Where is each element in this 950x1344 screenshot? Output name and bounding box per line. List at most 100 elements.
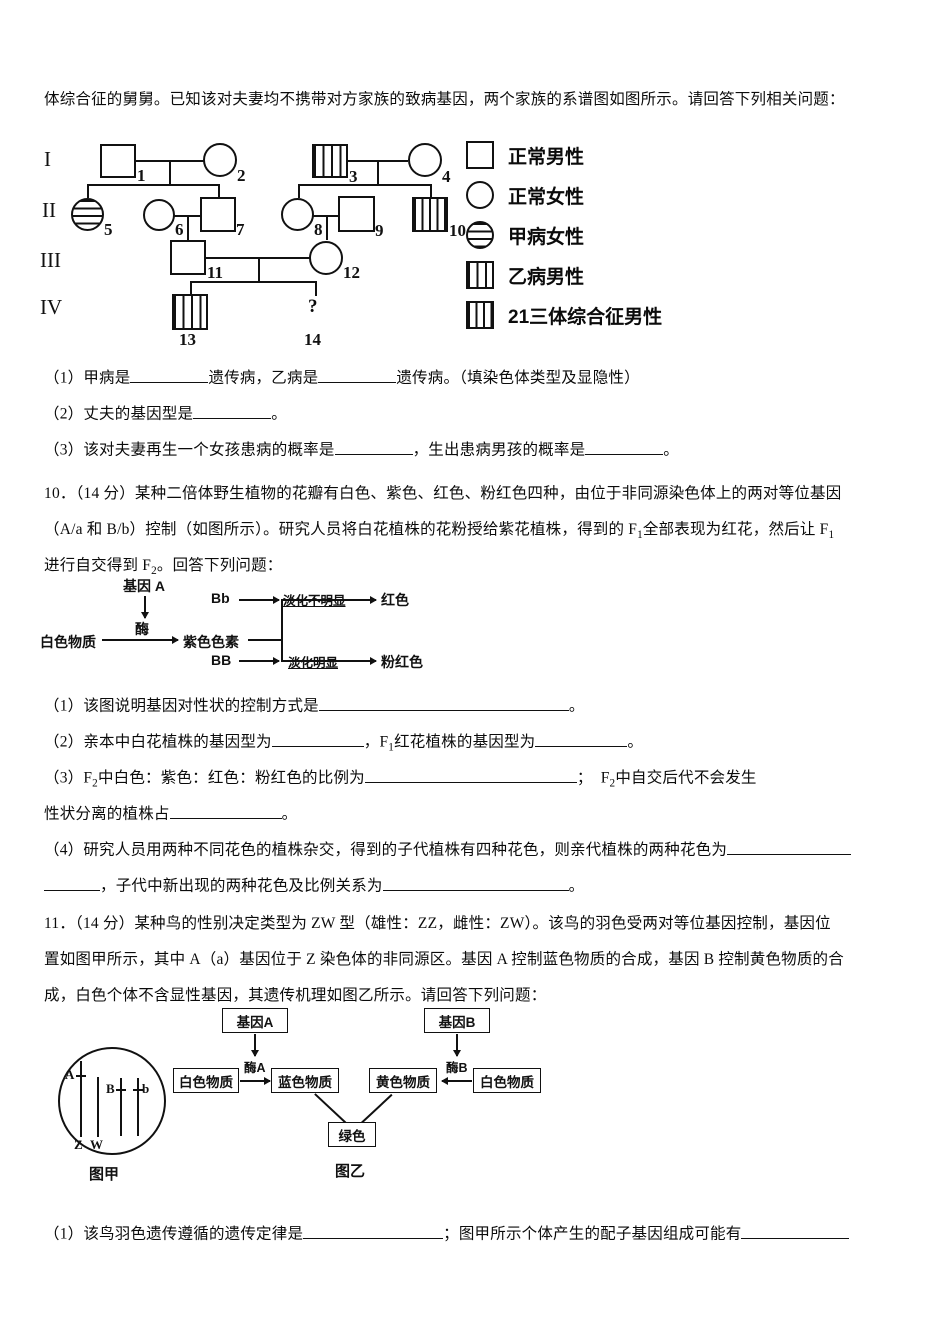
gene-label-b-dominant: B: [106, 1081, 115, 1096]
q11-figure-jia: A Z W B b 图甲: [52, 1045, 192, 1195]
legend-row-disease-b-male: 乙病男性: [466, 258, 584, 292]
pathway-branch-bottom: [281, 660, 344, 662]
legend-symbol-square-grid: [466, 301, 494, 329]
pedigree-id-11: 11: [207, 263, 224, 282]
pedigree-individual-9: [338, 196, 375, 232]
q10-blank-1a[interactable]: [318, 694, 569, 711]
line-blue-to-green: [314, 1093, 347, 1124]
q10-part-3-mid: ；: [576, 769, 593, 787]
q10-blank-4a[interactable]: [727, 838, 852, 855]
drop-line-8: [298, 184, 300, 198]
q10-part-3-prefix-b: 中白色：紫色：红色：粉红色的比例为: [97, 769, 365, 787]
green-box: 绿色: [328, 1122, 376, 1147]
q10-part-2: （2）亲本中白花植株的基因型为，F1红花植株的基因型为。: [44, 730, 643, 756]
legend-symbol-square-open: [466, 141, 494, 169]
q10-part-3-line2-suffix: 。: [281, 805, 298, 823]
q9-blank-2a[interactable]: [193, 402, 272, 419]
q10-part-4-line2: ，子代中新出现的两种花色及比例关系为。: [44, 874, 584, 898]
q9-blank-1b[interactable]: [318, 366, 397, 383]
drop-line-13: [190, 281, 192, 294]
q9-blank-1a[interactable]: [130, 366, 209, 383]
q10-part-4-line2-suffix: 。: [568, 877, 585, 895]
q10-stem-line3: 进行自交得到 F2。回答下列问题：: [44, 554, 283, 580]
pathway-enzyme-label: 酶: [135, 621, 149, 637]
q10-part-2-mid-a: ，F: [363, 733, 389, 751]
pedigree-id-5: 5: [104, 220, 113, 239]
q11-stem-line1: 11．（14 分）某种鸟的性别决定类型为 ZW 型（雄性：ZZ，雌性：ZW）。该…: [44, 915, 831, 932]
q10-part-2-sub: 1: [388, 741, 395, 754]
q10-part-3-prefix-a: （3）F: [44, 769, 93, 787]
q10-part-1: （1）该图说明基因对性状的控制方式是。: [44, 694, 585, 718]
pedigree-individual-8: [281, 198, 314, 231]
sibship-line-gen2-right: [298, 184, 431, 186]
pedigree-individual-1: [100, 144, 136, 178]
white-substance-right-box: 白色物质: [473, 1068, 541, 1093]
q9-blank-3b[interactable]: [585, 438, 664, 455]
legend-row-normal-male: 正常男性: [466, 138, 584, 172]
enzyme-b-label: 酶B: [446, 1061, 468, 1075]
drop-line-7: [218, 184, 220, 198]
sibship-line-gen2-left: [87, 184, 219, 186]
legend-row-disease-a-female: 甲病女性: [466, 218, 584, 252]
q10-blank-2b[interactable]: [535, 730, 628, 747]
q9-part-1-suffix: 遗传病。（填染色体类型及显隐性）: [396, 369, 640, 387]
pedigree-id-2: 2: [237, 166, 246, 185]
drop-line-10: [430, 184, 432, 198]
q11-blank-1a[interactable]: [303, 1222, 444, 1239]
descent-line-1-2: [169, 160, 171, 184]
pedigree-individual-11: [170, 240, 206, 275]
chromosome-w: [97, 1077, 99, 1137]
pathway-arrow-gene-to-enzyme: [141, 596, 148, 619]
gene-a-box: 基因A: [222, 1008, 288, 1033]
q10-sub-f2: 2: [151, 565, 157, 578]
legend-symbol-square-vstripe: [466, 261, 494, 289]
line-yellow-to-green: [360, 1094, 393, 1125]
q10-part-3-tail-a: F: [600, 769, 610, 787]
pathway-arrow-white-to-purple: [102, 636, 179, 643]
enzyme-a-label: 酶A: [244, 1061, 266, 1075]
q10-blank-3a[interactable]: [364, 766, 577, 783]
legend-symbol-circle-open: [466, 181, 494, 209]
q10-part-3-line2-prefix: 性状分离的植株占: [44, 805, 170, 823]
generation-label-IV: IV: [40, 295, 63, 319]
descent-line-8-9: [326, 215, 328, 240]
pathway-arrow-to-red: [343, 596, 377, 603]
q10-blank-2a[interactable]: [271, 730, 364, 747]
q10-blank-4a-cont[interactable]: [44, 874, 100, 891]
q10-blank-4b[interactable]: [382, 874, 569, 891]
pathway-fade-strong-label: 淡化明显: [288, 656, 339, 670]
gene-label-a: A: [65, 1067, 75, 1082]
q11-blank-1b[interactable]: [741, 1222, 850, 1239]
q9-part-2-suffix: 。: [271, 405, 287, 423]
q10-stem-line3-a: 进行自交得到 F: [44, 557, 152, 574]
q10-part-4-prefix: （4）研究人员用两种不同花色的植株杂交，得到的子代植株有四种花色，则亲代植株的两…: [44, 841, 728, 859]
pedigree-individual-5: [71, 198, 104, 231]
figure-jia-caption: 图甲: [89, 1166, 120, 1183]
q10-part-2-suffix: 。: [627, 733, 644, 751]
descent-line-3-4: [377, 160, 379, 184]
q10-stem-line2-a: （A/a 和 B/b）控制（如图所示）。研究人员将白花植株的花粉授给紫花植株，得…: [44, 521, 638, 538]
q9-part-3-suffix: 。: [663, 441, 679, 459]
pedigree-individual-7: [200, 197, 236, 232]
q10-part-3-tail-b: 中自交后代不会发生: [615, 769, 757, 787]
pedigree-individual-4: [408, 143, 442, 177]
pathway-arrow-bb-hom: [239, 657, 280, 664]
pedigree-individual-13: [172, 294, 208, 330]
q9-part-2: （2）丈夫的基因型是。: [44, 402, 287, 426]
descent-line-6-7: [187, 215, 189, 240]
q10-sub-f1-a: 1: [637, 529, 643, 542]
pathway-branch-bar: [281, 599, 283, 661]
generation-label-III: III: [40, 248, 61, 272]
pedigree-id-1: 1: [137, 166, 146, 185]
drop-line-14: [315, 281, 317, 296]
pathway-arrow-bb-het: [239, 596, 280, 603]
q10-blank-3b[interactable]: [169, 802, 282, 819]
cell-outline: [58, 1047, 166, 1155]
q9-part-3: （3）该对夫妻再生一个女孩患病的概率是，生出患病男孩的概率是。: [44, 438, 679, 462]
pathway-white-substance-label: 白色物质: [40, 634, 96, 650]
pedigree-id-4: 4: [442, 167, 451, 186]
q10-part-2-prefix: （2）亲本中白花植株的基因型为: [44, 733, 272, 751]
pedigree-id-10: 10: [449, 221, 466, 240]
q10-part-3-line2: 性状分离的植株占 。: [44, 802, 297, 826]
q9-blank-3a[interactable]: [334, 438, 413, 455]
